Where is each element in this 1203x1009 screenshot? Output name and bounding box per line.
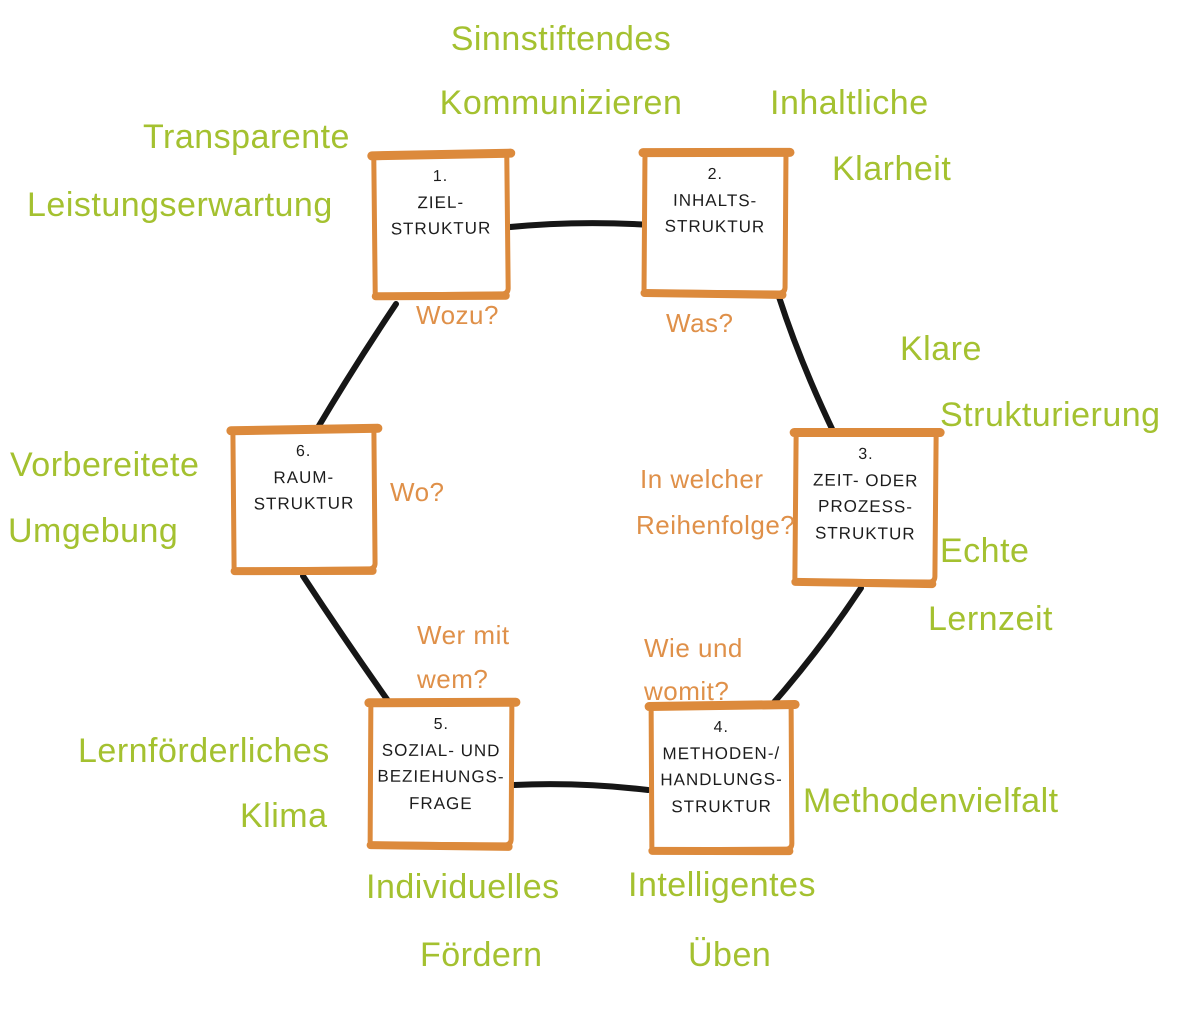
connector-line-1-2 — [497, 220, 653, 231]
outer-label-echte: Echte — [940, 532, 1030, 570]
box-label-line: RAUM- — [273, 467, 335, 488]
box-label-line: METHODEN-/ — [662, 743, 781, 764]
question-wer-mit-wem-line1: Wer mit — [417, 620, 510, 650]
box-inhalts-struktur: 2. INHALTS- STRUKTUR — [641, 149, 789, 297]
outer-label-lernfoerderliches: Lernförderliches — [78, 732, 330, 770]
box-number: 2. — [707, 165, 724, 184]
outer-label-umgebung: Umgebung — [8, 512, 179, 550]
question-wo: Wo? — [390, 477, 445, 507]
box-zeit-oder-prozess-struktur: 3. ZEIT- ODER PROZESS- STRUKTUR — [792, 429, 939, 586]
question-wie-und-womit-line2: womit? — [644, 676, 730, 706]
box-raum-struktur: 6. RAUM- STRUKTUR — [230, 426, 378, 574]
box-number: 5. — [433, 715, 449, 734]
box-label-line: STRUKTUR — [390, 218, 492, 239]
box-label-line: ZIEL- — [417, 192, 465, 213]
outer-label-methodenvielfalt: Methodenvielfalt — [803, 782, 1059, 820]
outer-label-inhaltliche: Inhaltliche — [770, 84, 929, 122]
box-number: 1. — [432, 167, 449, 186]
outer-label-klare: Klare — [900, 330, 982, 368]
outer-label-kommunizieren: Kommunizieren — [439, 84, 683, 122]
outer-label-individuelles: Individuelles — [366, 868, 560, 906]
box-number: 4. — [713, 718, 729, 737]
box-label-line: INHALTS- — [672, 190, 758, 211]
box-label-line: STRUKTUR — [671, 796, 772, 816]
question-wer-mit-wem-line2: wem? — [417, 664, 489, 694]
box-number: 6. — [295, 442, 312, 461]
box-label-line: STRUKTUR — [253, 493, 355, 514]
box-label-line: FRAGE — [409, 793, 473, 813]
question-was: Was? — [666, 308, 734, 338]
box-methoden-handlungs-struktur: 4. METHODEN-/ HANDLUNGS- STRUKTUR — [648, 702, 795, 854]
connector-line-2-3 — [776, 294, 837, 436]
outer-label-sinnstiftendes: Sinnstiftendes — [450, 20, 672, 58]
question-wozu: Wozu? — [416, 300, 499, 330]
outer-label-klima: Klima — [240, 797, 328, 835]
question-reihenfolge-line1: In welcher — [640, 464, 764, 494]
outer-label-strukturierung: Strukturierung — [940, 396, 1161, 434]
box-label-line: STRUKTUR — [664, 216, 766, 237]
outer-label-klarheit: Klarheit — [832, 150, 952, 188]
box-label-line: SOZIAL- UND — [381, 740, 501, 761]
connector-line-5-6 — [300, 573, 394, 708]
outer-label-foerdern: Fördern — [420, 936, 543, 974]
box-ziel-struktur: 1. ZIEL- STRUKTUR — [371, 151, 511, 299]
outer-label-leistungserwartung: Leistungserwartung — [27, 186, 333, 224]
outer-label-lernzeit: Lernzeit — [928, 600, 1053, 638]
box-label-line: STRUKTUR — [814, 523, 916, 544]
outer-label-transparente: Transparente — [143, 118, 350, 156]
connector-line-3-4 — [767, 585, 864, 710]
box-label-line: HANDLUNGS- — [660, 770, 783, 790]
box-sozial-und-beziehungs-frage: 5. SOZIAL- UND BEZIEHUNGS- FRAGE — [367, 699, 515, 849]
box-number: 3. — [858, 445, 874, 464]
question-reihenfolge-line2: Reihenfolge? — [636, 510, 796, 540]
question-wie-und-womit-line1: Wie und — [644, 633, 743, 663]
outer-label-intelligentes: Intelligentes — [628, 866, 816, 904]
box-label-line: ZEIT- ODER — [812, 470, 919, 491]
box-label-line: BEZIEHUNGS- — [377, 767, 505, 787]
outer-label-vorbereitete: Vorbereitete — [10, 446, 200, 484]
box-label-line: PROZESS- — [817, 496, 914, 517]
outer-label-ueben: Üben — [688, 936, 772, 974]
connector-line-4-5 — [511, 781, 651, 793]
connector-line-6-1 — [314, 301, 399, 432]
